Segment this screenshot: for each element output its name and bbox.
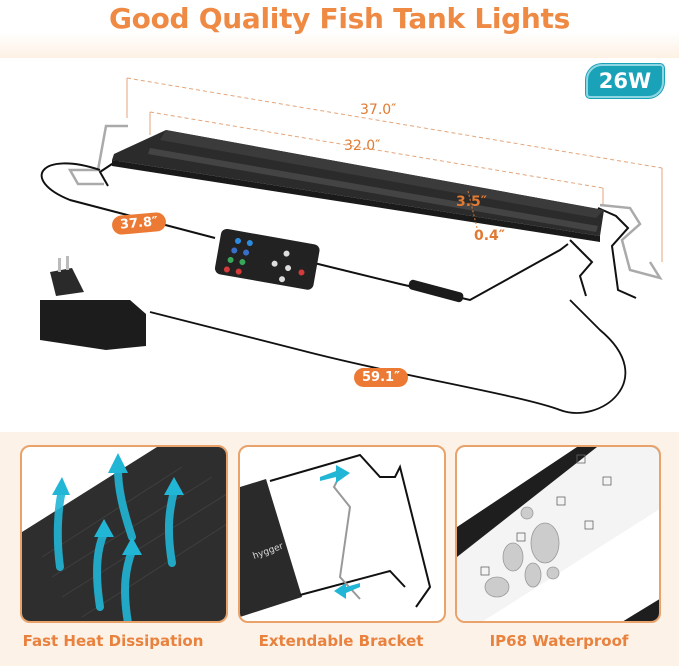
- waterproof-image: [457, 447, 659, 621]
- dimension-height: 0.4″: [474, 228, 506, 244]
- light-fixture-diagram: [40, 77, 663, 414]
- heat-dissipation-image: [22, 447, 226, 621]
- caption-heat-dissipation: Fast Heat Dissipation: [22, 632, 204, 650]
- caption-extendable-bracket: Extendable Bracket: [258, 632, 424, 650]
- dimension-overall-length: 37.0″: [360, 102, 397, 118]
- power-badge: 26W: [586, 64, 664, 98]
- caption-waterproof: IP68 Waterproof: [489, 632, 629, 650]
- dimension-width: 3.5″: [456, 194, 488, 210]
- feature-panel-waterproof: [455, 445, 661, 623]
- feature-panel-heat: [20, 445, 228, 623]
- page-title: Good Quality Fish Tank Lights: [109, 2, 570, 35]
- feature-strip: hygger Fast Heat Dissipation Exten: [0, 432, 679, 666]
- product-illustration: 37.0″ 32.0″ 3.5″ 0.4″ 37.8″ 59.1″: [0, 58, 679, 430]
- remote-controller: [214, 228, 320, 290]
- power-adapter: [40, 256, 146, 350]
- feature-panel-bracket: hygger: [238, 445, 446, 623]
- header-banner: Good Quality Fish Tank Lights: [0, 0, 679, 58]
- power-cable-length-label: 59.1″: [354, 368, 408, 387]
- dimension-body-length: 32.0″: [344, 138, 381, 154]
- extendable-bracket-image: hygger: [240, 453, 432, 617]
